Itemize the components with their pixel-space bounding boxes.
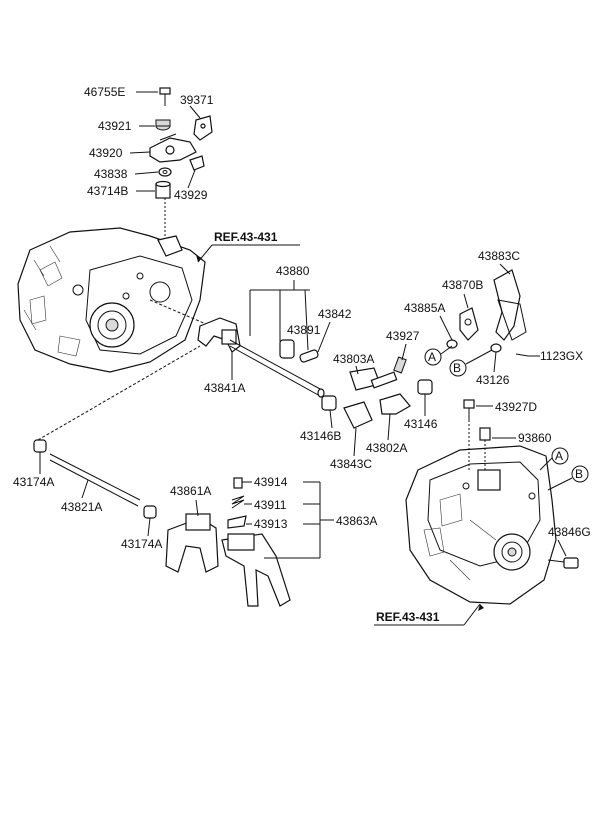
label-43921: 43921 [98, 119, 132, 133]
label-43880: 43880 [276, 264, 310, 278]
shift-fork-43863a [221, 477, 291, 607]
label-93860: 93860 [518, 431, 552, 445]
label-43174a-upper: 43174A [13, 475, 54, 489]
bolt-46755e [159, 87, 171, 106]
transmission-case-left [17, 227, 221, 373]
marker-a-upper: A [424, 345, 453, 366]
label-43842: 43842 [318, 307, 352, 321]
nut-43921 [155, 119, 171, 131]
label-43841a: 43841A [204, 381, 245, 395]
detent-cluster [321, 356, 433, 429]
svg-text:B: B [575, 467, 583, 481]
label-43883c: 43883C [478, 249, 520, 263]
label-43861a: 43861A [170, 484, 211, 498]
marker-b-lower: B [547, 465, 589, 491]
svg-text:A: A [428, 350, 436, 364]
label-43914: 43914 [254, 475, 288, 489]
ref-label-bottom: REF.43-431 [376, 610, 440, 624]
label-39371: 39371 [180, 93, 214, 107]
clip-43929 [189, 155, 205, 171]
label-43920: 43920 [89, 146, 123, 160]
label-43927d: 43927D [495, 400, 537, 414]
ref-label-top: REF.43-431 [214, 230, 278, 244]
label-43174a-lower: 43174A [121, 537, 162, 551]
svg-text:A: A [555, 449, 563, 463]
label-43913: 43913 [254, 517, 288, 531]
label-43146b: 43146B [300, 429, 341, 443]
lever-assembly-43920 [149, 133, 197, 163]
label-43891: 43891 [287, 323, 321, 337]
select-lever-cluster [446, 269, 529, 357]
label-43714b: 43714B [87, 184, 128, 198]
label-43146: 43146 [404, 417, 438, 431]
label-43803a: 43803A [333, 352, 374, 366]
shift-fork-43861a [165, 513, 219, 573]
marker-a-lower: A [539, 447, 569, 471]
label-43870b: 43870B [442, 278, 483, 292]
label-43843c: 43843C [330, 457, 372, 471]
svg-text:B: B [453, 361, 461, 375]
label-43838: 43838 [94, 167, 128, 181]
label-43911: 43911 [254, 498, 287, 512]
label-43802a: 43802A [366, 441, 407, 455]
shift-rail-43880-assembly [197, 317, 325, 398]
marker-b-upper: B [449, 349, 493, 377]
label-43863a: 43863A [336, 514, 377, 528]
label-1123gx: 1123GX [540, 349, 583, 363]
washer-43838 [158, 167, 172, 177]
label-43846g: 43846G [548, 525, 591, 539]
sensor-bracket-39371 [193, 115, 213, 141]
label-46755e: 46755E [84, 85, 125, 99]
bushing-43714b [155, 180, 171, 199]
label-43885a: 43885A [404, 301, 445, 315]
label-43126: 43126 [476, 373, 510, 387]
label-43821a: 43821A [61, 500, 102, 514]
label-43929: 43929 [174, 188, 208, 202]
top-shift-lever-cluster [149, 87, 213, 238]
transmission-case-right [405, 399, 579, 605]
label-43927: 43927 [386, 329, 420, 343]
